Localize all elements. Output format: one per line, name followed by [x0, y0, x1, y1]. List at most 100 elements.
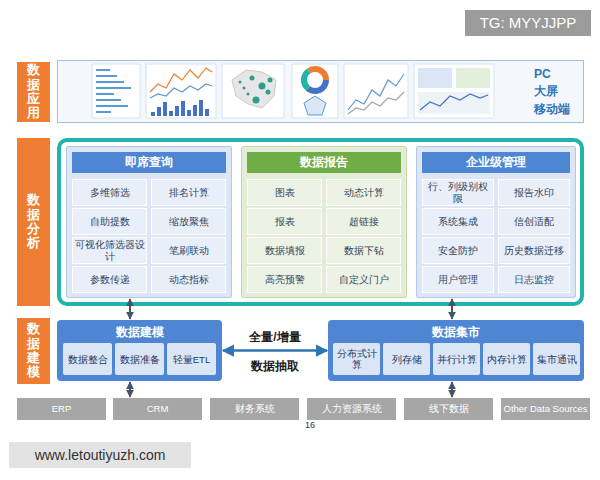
- node-text: 数据应用: [27, 63, 40, 120]
- node-text: 高亮预警: [263, 274, 307, 286]
- node-text: 参数传递: [88, 274, 132, 286]
- chart-thumbnails: [92, 64, 494, 118]
- feature-cell: 历史数据迁移: [498, 237, 570, 264]
- chart-stroke: [169, 111, 173, 116]
- chart-stroke: [304, 96, 326, 115]
- feature-panel: 数据报告图表动态计算报表超链接数据填报数据下钻高亮预警自定义门户: [241, 146, 407, 298]
- node-text: 动态指标: [167, 274, 211, 286]
- chart-stroke: [151, 112, 155, 116]
- feature-cell: 报表: [247, 208, 322, 235]
- chart-stroke: [418, 92, 490, 114]
- chart-stroke: [96, 70, 131, 112]
- chart-stroke: [96, 105, 128, 107]
- feature-cell: 动态计算: [326, 179, 401, 206]
- chart-stroke: [96, 93, 114, 95]
- source-box: 财务系统: [210, 398, 299, 420]
- chart-stroke: [253, 97, 260, 104]
- node-text: 图表: [273, 187, 297, 199]
- analysis-frame: [59, 140, 582, 304]
- feature-cell: 笔刷联动: [151, 237, 226, 264]
- app-ground: [58, 61, 584, 123]
- feature-cell: 行、列级别权限: [422, 179, 494, 206]
- feature-cell: 缩放聚焦: [151, 208, 226, 235]
- node-text: 线下数据: [429, 404, 469, 414]
- chart-stroke: [193, 105, 197, 116]
- feature-cell: 信创适配: [498, 208, 570, 235]
- flow-note: 数据抽取: [240, 358, 310, 375]
- node-text: 日志监控: [512, 274, 556, 286]
- node-text: 信创适配: [512, 216, 556, 228]
- chart-stroke: [157, 107, 161, 116]
- feature-cell: 可视化筛选器设计: [72, 237, 147, 264]
- node-text: 数据建模: [27, 322, 40, 379]
- chart-stroke: [259, 83, 266, 90]
- feature-cell: 动态指标: [151, 266, 226, 293]
- node-text: 用户管理: [436, 274, 480, 286]
- node-text: 人力资源系统: [322, 404, 382, 414]
- layer-band: 数据应用: [17, 62, 50, 122]
- chart-stroke: [187, 110, 191, 116]
- node-text: 系统集成: [436, 216, 480, 228]
- feature-cell: 超链接: [326, 208, 401, 235]
- chart-stroke: [92, 64, 140, 118]
- chart-stroke: [348, 92, 404, 114]
- chart-stroke: [250, 76, 255, 81]
- node-text: 动态计算: [342, 187, 386, 199]
- node-text: 笔刷联动: [167, 245, 211, 257]
- chart-stroke: [239, 81, 242, 84]
- chart-stroke: [304, 69, 326, 91]
- node-text: PC 大屏 移动端: [534, 66, 570, 118]
- connector-arrow: [129, 382, 131, 397]
- node-text: 安全防护: [436, 245, 480, 257]
- chart-stroke: [181, 101, 185, 116]
- node-text: Other Data Sources: [504, 404, 588, 414]
- layer-band: 数据分析: [17, 138, 50, 306]
- module-cell: 列存储: [383, 343, 430, 375]
- node-text: 并行计算: [437, 354, 477, 365]
- node-text: 数据填报: [263, 245, 307, 257]
- connector-arrow: [223, 349, 327, 352]
- connector-arrow: [451, 382, 453, 397]
- node-text: 历史数据迁移: [502, 245, 566, 257]
- chart-stroke: [304, 69, 326, 91]
- edge-label: 全量/增量: [247, 329, 302, 346]
- chart-stroke: [414, 64, 494, 118]
- module-cell: 内存计算: [483, 343, 530, 375]
- feature-cell: 高亮预警: [247, 266, 322, 293]
- source-box: 人力资源系统: [307, 398, 396, 420]
- node-text: 多维筛选: [88, 187, 132, 199]
- chart-stroke: [292, 64, 338, 118]
- node-text: 缩放聚焦: [167, 216, 211, 228]
- feature-cell: 数据填报: [247, 237, 322, 264]
- watermark: www.letoutiyuzh.com: [9, 442, 191, 468]
- node-text: 数据建模: [57, 324, 222, 340]
- page-number: 16: [295, 420, 325, 430]
- node-text: 数据准备: [120, 354, 160, 365]
- feature-panel: 企业级管理行、列级别权限报告水印系统集成信创适配安全防护历史数据迁移用户管理日志…: [416, 146, 576, 298]
- chart-stroke: [222, 64, 284, 118]
- node-text: 自助提数: [88, 216, 132, 228]
- module-cell: 分布式计算: [333, 343, 380, 375]
- chart-stroke: [247, 93, 250, 96]
- connector-arrow: [129, 299, 131, 319]
- chart-stroke: [456, 68, 490, 88]
- node-text: 自定义门户: [337, 274, 391, 286]
- node-text: 数据集市: [328, 324, 584, 340]
- chart-stroke: [146, 64, 216, 118]
- chart-stroke: [96, 69, 110, 71]
- source-box: ERP: [17, 398, 106, 420]
- chart-stroke: [96, 81, 124, 83]
- feature-cell: 自定义门户: [326, 266, 401, 293]
- node-text: CRM: [147, 404, 169, 414]
- chart-stroke: [96, 75, 117, 77]
- module-cell: 集市通讯: [533, 343, 580, 375]
- chart-stroke: [205, 109, 209, 116]
- node-text: 即席查询: [72, 152, 226, 173]
- chart-stroke: [199, 100, 203, 116]
- chart-stroke: [96, 111, 111, 113]
- chart-stroke: [268, 78, 273, 83]
- module-cell: 数据准备: [115, 343, 164, 375]
- source-box: CRM: [113, 398, 202, 420]
- module-cell: 轻量ETL: [167, 343, 216, 375]
- chart-stroke: [304, 69, 326, 91]
